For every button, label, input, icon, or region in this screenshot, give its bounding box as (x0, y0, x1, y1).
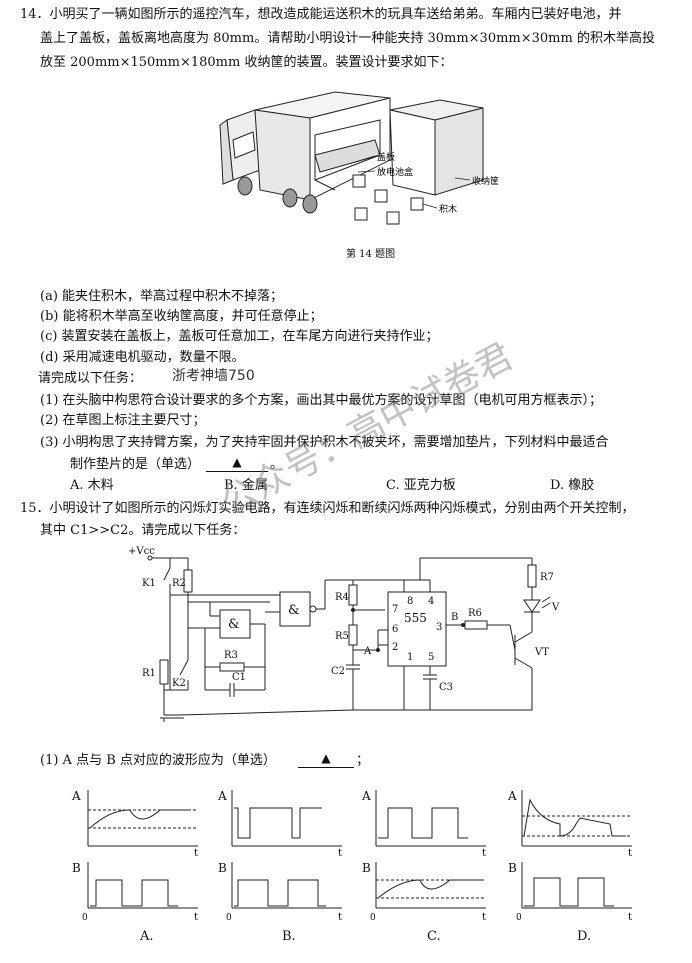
option-a: A. 木料 (70, 478, 114, 493)
q15-line1: 15．小明设计了如图所示的闪烁灯实验电路，有连续闪烁和断续闪烁两种闪烁模式，分别… (20, 501, 635, 516)
wave-d-t2: t (628, 912, 632, 923)
wave-b-zero: 0 (226, 913, 232, 923)
req-c: (c) 装置安装在盖板上，盖板可任意加工，在车尾方向进行夹持作业； (40, 329, 439, 344)
wave-d-axis-b: B (508, 861, 517, 875)
label-cover: 盖板 (377, 151, 395, 163)
pin-3: 3 (436, 622, 442, 633)
r4-label: R4 (335, 592, 349, 603)
task-2: (2) 在草图上标注主要尺寸； (40, 413, 206, 428)
wave-a-axis-a: A (71, 789, 81, 803)
wave-a-t2: t (194, 912, 198, 923)
wave-a-axis-b: B (72, 861, 81, 875)
fig14-caption: 第 14 题图 (346, 249, 396, 260)
wave-d-zero: 0 (516, 913, 522, 923)
q15-sub1: (1) A 点与 B 点对应的波形应为（单选） (40, 753, 276, 768)
k1-label: K1 (142, 578, 156, 589)
wave-b-t2: t (338, 912, 342, 923)
wave-option-d (521, 790, 632, 909)
wave-b-t1: t (338, 848, 342, 859)
pin-5: 5 (428, 652, 434, 663)
answer-blank[interactable]: ▲ (206, 454, 268, 472)
r7-label: R7 (540, 572, 554, 583)
basket-drawing (389, 99, 484, 196)
r1-label: R1 (142, 668, 156, 679)
q14-line2: 盖上了盖板，盖板离地高度为 80mm。请帮助小明设计一种能夹持 30mm×30m… (40, 31, 655, 46)
choice-a: A. (139, 929, 154, 944)
task-intro: 请完成以下任务： (38, 371, 143, 386)
label-blocks: 积木 (439, 203, 457, 215)
option-c: C. 亚克力板 (386, 478, 456, 493)
vd-label: VD (551, 602, 560, 613)
choice-d: D. (577, 929, 591, 944)
point-b-label: B (451, 612, 458, 623)
req-d: (d) 采用减速电机驱动，数量不限。 (40, 350, 245, 365)
wave-b-axis-b: B (218, 861, 227, 875)
choice-b: B. (282, 929, 296, 944)
c2-label: C2 (331, 666, 345, 677)
circuit-diagram: +Vcc K1 R2 R1 K2 R3 C1 R4 R5 C2 A B R6 C… (128, 546, 560, 722)
and-gate-1: & (228, 617, 240, 632)
wave-a-zero: 0 (82, 913, 88, 923)
r3-label: R3 (224, 650, 238, 661)
point-a-label: A (363, 646, 372, 657)
wave-a-t1: t (194, 848, 198, 859)
label-basket: 收纳筐 (472, 175, 499, 187)
blocks-drawing (352, 174, 424, 225)
pin-7: 7 (392, 604, 398, 615)
vt-label: VT (534, 647, 549, 658)
wave-c-axis-b: B (362, 861, 371, 875)
and-gate-2: & (288, 603, 300, 618)
ic-555: 555 (404, 611, 427, 625)
wave-d-t1: t (628, 848, 632, 859)
pin-8: 8 (407, 596, 413, 607)
wave-c-zero: 0 (370, 913, 376, 923)
wave-c-t1: t (482, 848, 486, 859)
q14-line3: 放至 200mm×150mm×180mm 收纳筐的装置。装置设计要求如下： (40, 55, 453, 70)
wave-c-axis-a: A (361, 789, 371, 803)
wave-option-a (87, 790, 198, 909)
req-a: (a) 能夹住积木，举高过程中积木不掉落； (40, 289, 284, 304)
q14-figure: 盖板 放电池盒 收纳筐 积木 (219, 91, 499, 225)
q15-line2: 其中 C1>>C2。请完成以下任务： (40, 523, 246, 538)
waveform-options: A B 0 t t A B 0 t t A B 0 t t A B 0 t t … (71, 789, 632, 944)
c1-label: C1 (232, 672, 246, 683)
choice-c: C. (427, 929, 441, 944)
req-b: (b) 能将积木举高至收纳筐高度，并可任意停止； (40, 309, 323, 324)
option-d: D. 橡胶 (550, 478, 595, 493)
k2-label: K2 (172, 678, 186, 689)
wave-option-c (375, 790, 486, 909)
truck-drawing (219, 91, 391, 214)
wave-option-b (231, 790, 342, 909)
label-battery: 放电池盒 (377, 166, 413, 178)
task-3: (3) 小明构思了夹持臂方案，为了夹持牢固并保护积木不被夹坏，需要增加垫片，下列… (40, 435, 609, 450)
q14-line1: 14．小明买了一辆如图所示的遥控汽车，想改造成能运送积木的玩具车送给弟弟。车厢内… (20, 7, 622, 22)
r5-label: R5 (335, 631, 349, 642)
stamp-text: 浙考神墙750 (172, 368, 255, 384)
wave-b-axis-a: A (217, 789, 227, 803)
wave-d-axis-a: A (507, 789, 517, 803)
task-1: (1) 在头脑中构思符合设计要求的多个方案，画出其中最优方案的设计草图（电机可用… (40, 393, 603, 408)
c3-label: C3 (439, 682, 453, 693)
task-3-cont: 制作垫片的是（单选） (70, 457, 201, 472)
pin-6: 6 (392, 624, 398, 635)
pin-1: 1 (407, 652, 413, 663)
watermark: 公众号：高中试卷君 (214, 335, 520, 525)
r2-label: R2 (172, 578, 186, 589)
wave-answer-blank[interactable]: ▲ (298, 750, 354, 768)
pin-2: 2 (392, 642, 398, 653)
pin-4: 4 (428, 596, 434, 607)
wave-c-t2: t (482, 912, 486, 923)
vcc-label: +Vcc (128, 546, 155, 557)
option-b: B. 金属 (224, 478, 268, 493)
r6-label: R6 (468, 608, 482, 619)
